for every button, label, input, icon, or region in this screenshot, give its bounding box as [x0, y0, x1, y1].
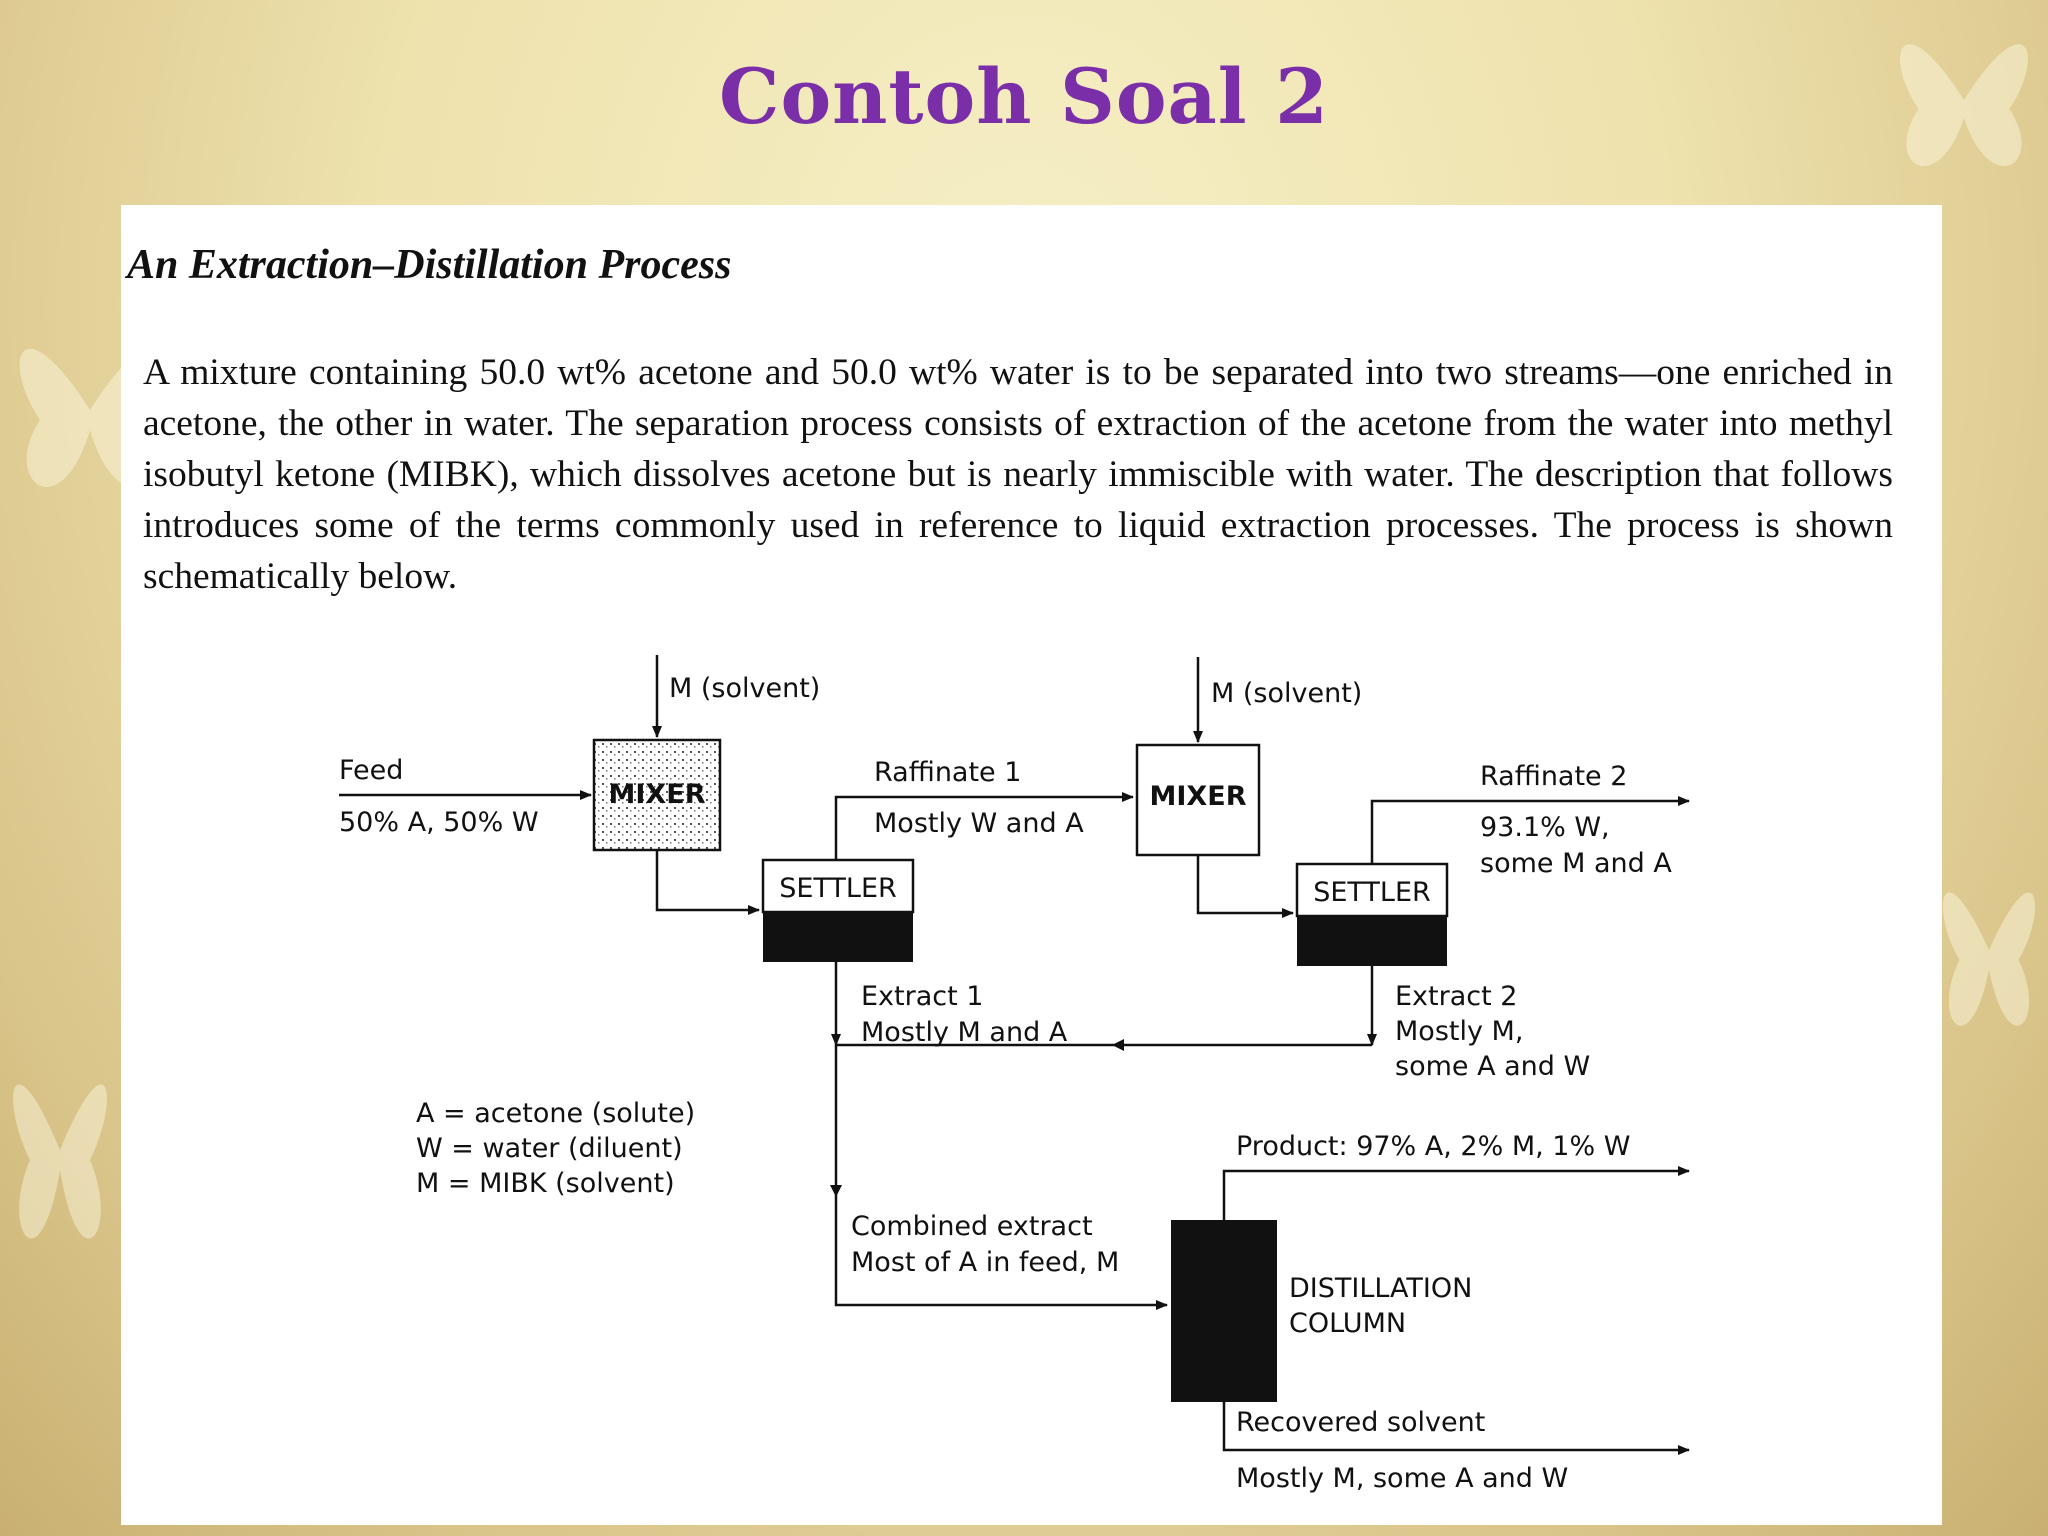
document-heading: An Extraction–Distillation Process: [127, 242, 732, 288]
extract-2-composition-line1: Mostly M,: [1395, 1016, 1523, 1047]
solvent-2-label: M (solvent): [1211, 678, 1362, 709]
slide-title: Contoh Soal 2: [719, 52, 1329, 141]
merge-arrowhead: [1112, 1039, 1124, 1051]
mixer-2-to-settler-2-arrow: [1196, 855, 1294, 918]
recovered-solvent-arrow: [1222, 1402, 1690, 1455]
solvent-1-label: M (solvent): [669, 673, 820, 704]
legend-water: W = water (diluent): [416, 1133, 683, 1164]
intro-paragraph: A mixture containing 50.0 wt% acetone an…: [143, 352, 1893, 597]
combined-arrowhead: [830, 1185, 842, 1197]
butterfly-decoration-icon: [13, 1084, 107, 1239]
legend-mibk: M = MIBK (solvent): [416, 1168, 675, 1199]
product-arrow: [1222, 1166, 1690, 1220]
document-image: An Extraction–Distillation Process A mix…: [121, 205, 1942, 1525]
extract-1-composition: Mostly M and A: [861, 1017, 1068, 1048]
mixer-2-label: MIXER: [1150, 781, 1247, 812]
raffinate-2-composition-line2: some M and A: [1480, 848, 1672, 879]
mixer-1: MIXER: [592, 738, 722, 852]
extract-2-composition-line2: some A and W: [1395, 1051, 1590, 1082]
settler-2-label: SETTLER: [1313, 877, 1431, 908]
butterfly-decoration-icon: [1942, 892, 2036, 1026]
extract-2-label: Extract 2: [1395, 981, 1517, 1012]
raffinate-1-label: Raffinate 1: [874, 757, 1021, 788]
combined-extract-composition: Most of A in feed, M: [851, 1247, 1119, 1278]
recovered-solvent-composition: Mostly M, some A and W: [1236, 1463, 1568, 1494]
mixer-1-label: MIXER: [609, 779, 706, 810]
settler-2: SETTLER: [1295, 862, 1449, 966]
column-label-line1: DISTILLATION: [1289, 1273, 1472, 1304]
raffinate-2-arrow: [1370, 796, 1690, 864]
raffinate-2-label: Raffinate 2: [1480, 761, 1627, 792]
extract-1-label: Extract 1: [861, 981, 983, 1012]
distillation-column: DISTILLATION COLUMN: [1171, 1220, 1472, 1402]
feed-composition: 50% A, 50% W: [339, 807, 539, 838]
product-label: Product: 97% A, 2% M, 1% W: [1236, 1131, 1630, 1162]
combined-extract-arrow: [834, 1195, 1168, 1310]
raffinate-2-composition-line1: 93.1% W,: [1480, 812, 1610, 843]
column-label-line2: COLUMN: [1289, 1308, 1406, 1339]
mixer-2: MIXER: [1135, 743, 1261, 857]
legend-acetone: A = acetone (solute): [416, 1098, 695, 1129]
raffinate-1-composition: Mostly W and A: [874, 808, 1084, 839]
butterfly-decoration-icon: [1900, 44, 2028, 167]
recovered-solvent-label: Recovered solvent: [1236, 1407, 1485, 1438]
combined-extract-label: Combined extract: [851, 1211, 1093, 1242]
raffinate-1-arrow: [834, 792, 1134, 860]
mixer-1-to-settler-1-arrow: [655, 850, 760, 915]
process-flow-diagram: MIXER M (solvent) Feed 50% A, 50% W SETT…: [339, 655, 1690, 1494]
feed-label: Feed: [339, 755, 403, 786]
settler-1-label: SETTLER: [779, 873, 897, 904]
settler-1: SETTLER: [761, 858, 915, 962]
